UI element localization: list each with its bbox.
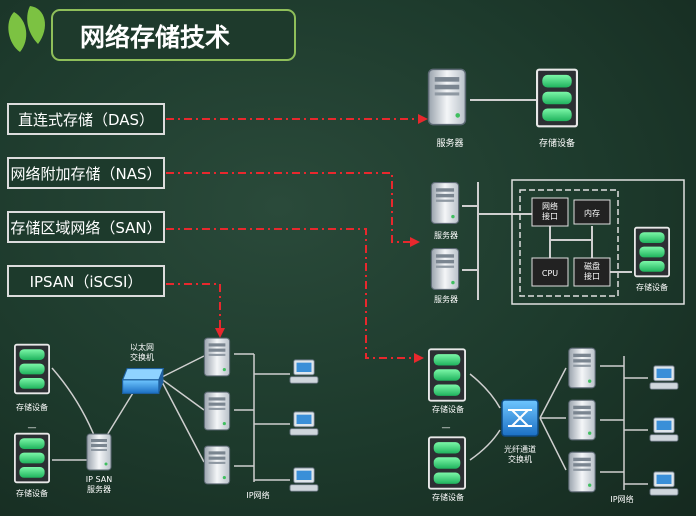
- ipsan-storage2-label: 存储设备: [16, 488, 48, 498]
- connector-arrows: [166, 118, 420, 359]
- arrowhead-icon: [215, 328, 225, 338]
- nas-server1-label: 服务器: [434, 230, 458, 240]
- pc-icon: [649, 417, 679, 442]
- arrow-heads: [215, 114, 428, 363]
- san-dash: —: [442, 423, 451, 433]
- ipsan-network-label: IP网络: [246, 490, 269, 500]
- category-box-nas: [7, 157, 165, 189]
- server-icon: [568, 399, 596, 441]
- san-links: [469, 356, 648, 490]
- nas-internal-box: [519, 189, 619, 297]
- page-title: 网络存储技术: [80, 23, 230, 52]
- storage-icon: [428, 436, 466, 490]
- category-list: 直连式存储（DAS） 网络附加存储（NAS） 存储区域网络（SAN） IPSAN…: [7, 103, 165, 297]
- net-iface-line2: 接口: [542, 211, 558, 221]
- svg-text:磁盘接口: 磁盘接口: [584, 261, 600, 281]
- nas-diagram: 服务器 服务器 网络接口 内存 CPU 磁盘接口 存储设备: [430, 179, 685, 305]
- disk-interface-block: [573, 257, 611, 287]
- ipsan-switch-line1: 以太网: [130, 342, 154, 352]
- pc-icon: [289, 467, 319, 492]
- pc-icon: [649, 365, 679, 390]
- pc-icon: [649, 471, 679, 496]
- leaf-icon: [27, 6, 45, 44]
- net-interface-block: [531, 197, 569, 227]
- svg-text:以太网交换机: 以太网交换机: [130, 342, 154, 362]
- disk-iface-line1: 磁盘: [584, 261, 600, 271]
- storage-icon: [14, 343, 50, 395]
- ethernet-switch-icon: [122, 367, 164, 395]
- san-storage1-label: 存储设备: [432, 404, 464, 414]
- memory-label: 内存: [584, 208, 600, 218]
- ipsan-links: [51, 353, 290, 482]
- arrowhead-icon: [414, 353, 424, 363]
- arrow-san: [166, 228, 416, 359]
- san-diagram: 存储设备 — 存储设备 光纤通道交换机 IP网络: [428, 347, 679, 504]
- pc-icon: [289, 411, 319, 436]
- category-box-das: [7, 103, 165, 135]
- title-area: 网络存储技术: [8, 6, 296, 61]
- disk-iface-line2: 接口: [584, 271, 600, 281]
- category-label-san: 存储区域网络（SAN）: [10, 219, 161, 237]
- storage-icon: [14, 432, 50, 484]
- category-label-das: 直连式存储（DAS）: [18, 111, 154, 129]
- pc-icon: [289, 359, 319, 384]
- ipsan-switch-line2: 交换机: [130, 352, 154, 362]
- category-label-nas: 网络附加存储（NAS）: [10, 165, 161, 183]
- nas-device-box: [511, 179, 685, 305]
- title-frame: [51, 9, 296, 61]
- category-box-san: [7, 211, 165, 243]
- arrow-nas: [166, 172, 412, 243]
- server-icon: [430, 248, 460, 290]
- server-icon: [86, 433, 112, 471]
- storage-icon: [428, 348, 466, 402]
- svg-text:光纤通道交换机: 光纤通道交换机: [504, 444, 536, 464]
- san-switch-line1: 光纤通道: [504, 444, 536, 454]
- das-diagram: 服务器 存储设备: [427, 68, 578, 149]
- nas-storage-label: 存储设备: [636, 282, 668, 292]
- server-icon: [568, 347, 596, 389]
- ipsan-storage1-label: 存储设备: [16, 402, 48, 412]
- arrowhead-icon: [418, 114, 428, 124]
- server-icon: [203, 337, 231, 377]
- das-server-label: 服务器: [436, 137, 463, 149]
- arrowhead-icon: [410, 237, 420, 247]
- server-icon: [203, 391, 231, 431]
- san-network-label: IP网络: [610, 494, 633, 504]
- san-switch-line2: 交换机: [508, 454, 532, 464]
- category-label-ipsan: IPSAN（iSCSI）: [30, 273, 143, 291]
- cpu-block: [531, 257, 569, 287]
- san-storage2-label: 存储设备: [432, 492, 464, 502]
- server-icon: [203, 445, 231, 485]
- fibre-switch-icon: [501, 399, 539, 437]
- server-icon: [427, 68, 467, 126]
- arrow-ipsan: [166, 283, 221, 330]
- leaf-icon: [8, 12, 27, 52]
- storage-icon: [536, 68, 578, 128]
- net-iface-line1: 网络: [542, 201, 558, 211]
- ipsan-server-line2: 服务器: [87, 484, 111, 494]
- svg-text:网络接口: 网络接口: [542, 201, 558, 221]
- category-box-ipsan: [7, 265, 165, 297]
- server-icon: [430, 182, 460, 224]
- server-icon: [568, 451, 596, 493]
- cpu-label: CPU: [542, 269, 558, 278]
- storage-icon: [634, 226, 670, 278]
- ipsan-dash: —: [28, 423, 37, 433]
- das-storage-label: 存储设备: [539, 137, 575, 149]
- ipsan-server-line1: IP SAN: [86, 475, 112, 484]
- nas-server2-label: 服务器: [434, 294, 458, 304]
- memory-block: [573, 199, 611, 225]
